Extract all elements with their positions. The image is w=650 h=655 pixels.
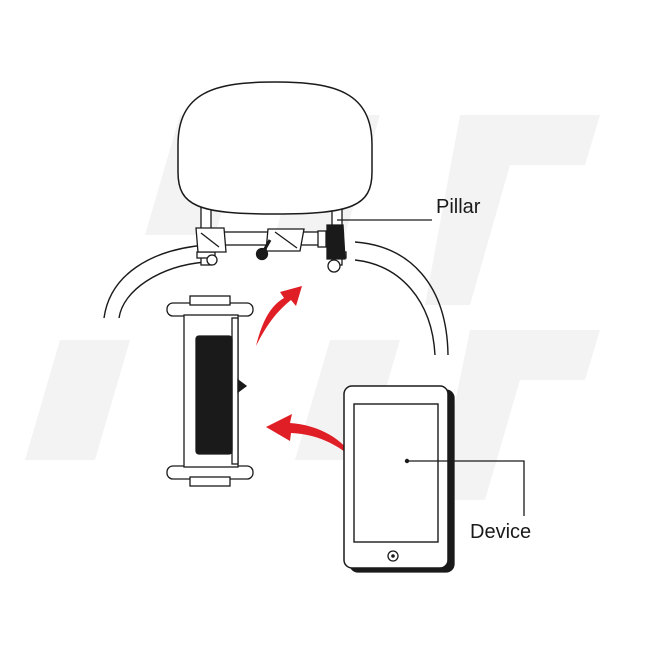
right-clamp-screw bbox=[327, 259, 341, 273]
holder-side-notch bbox=[237, 378, 248, 394]
holder-body bbox=[195, 335, 233, 455]
right-clamp bbox=[326, 224, 346, 260]
device-callout-dot bbox=[404, 458, 410, 464]
tightening-knob bbox=[255, 247, 269, 261]
tablet-holder bbox=[166, 295, 254, 487]
holder-inner-rail bbox=[231, 317, 239, 465]
pillar-mount bbox=[195, 224, 346, 273]
curved-arrow-left-icon bbox=[266, 414, 358, 464]
curved-arrow-up-icon bbox=[256, 286, 302, 346]
holder-top-tab bbox=[189, 295, 231, 306]
right-collar bbox=[317, 230, 327, 248]
device-callout-line bbox=[409, 460, 525, 516]
headrest-cushion bbox=[177, 81, 373, 215]
holder-bottom-tab bbox=[189, 476, 231, 487]
tablet-screen bbox=[353, 403, 439, 543]
device-label: Device bbox=[470, 521, 532, 543]
seat-back bbox=[103, 241, 449, 356]
pillar-label: Pillar bbox=[436, 196, 481, 218]
tablet-device bbox=[343, 385, 455, 573]
left-clamp-screw bbox=[206, 254, 218, 266]
